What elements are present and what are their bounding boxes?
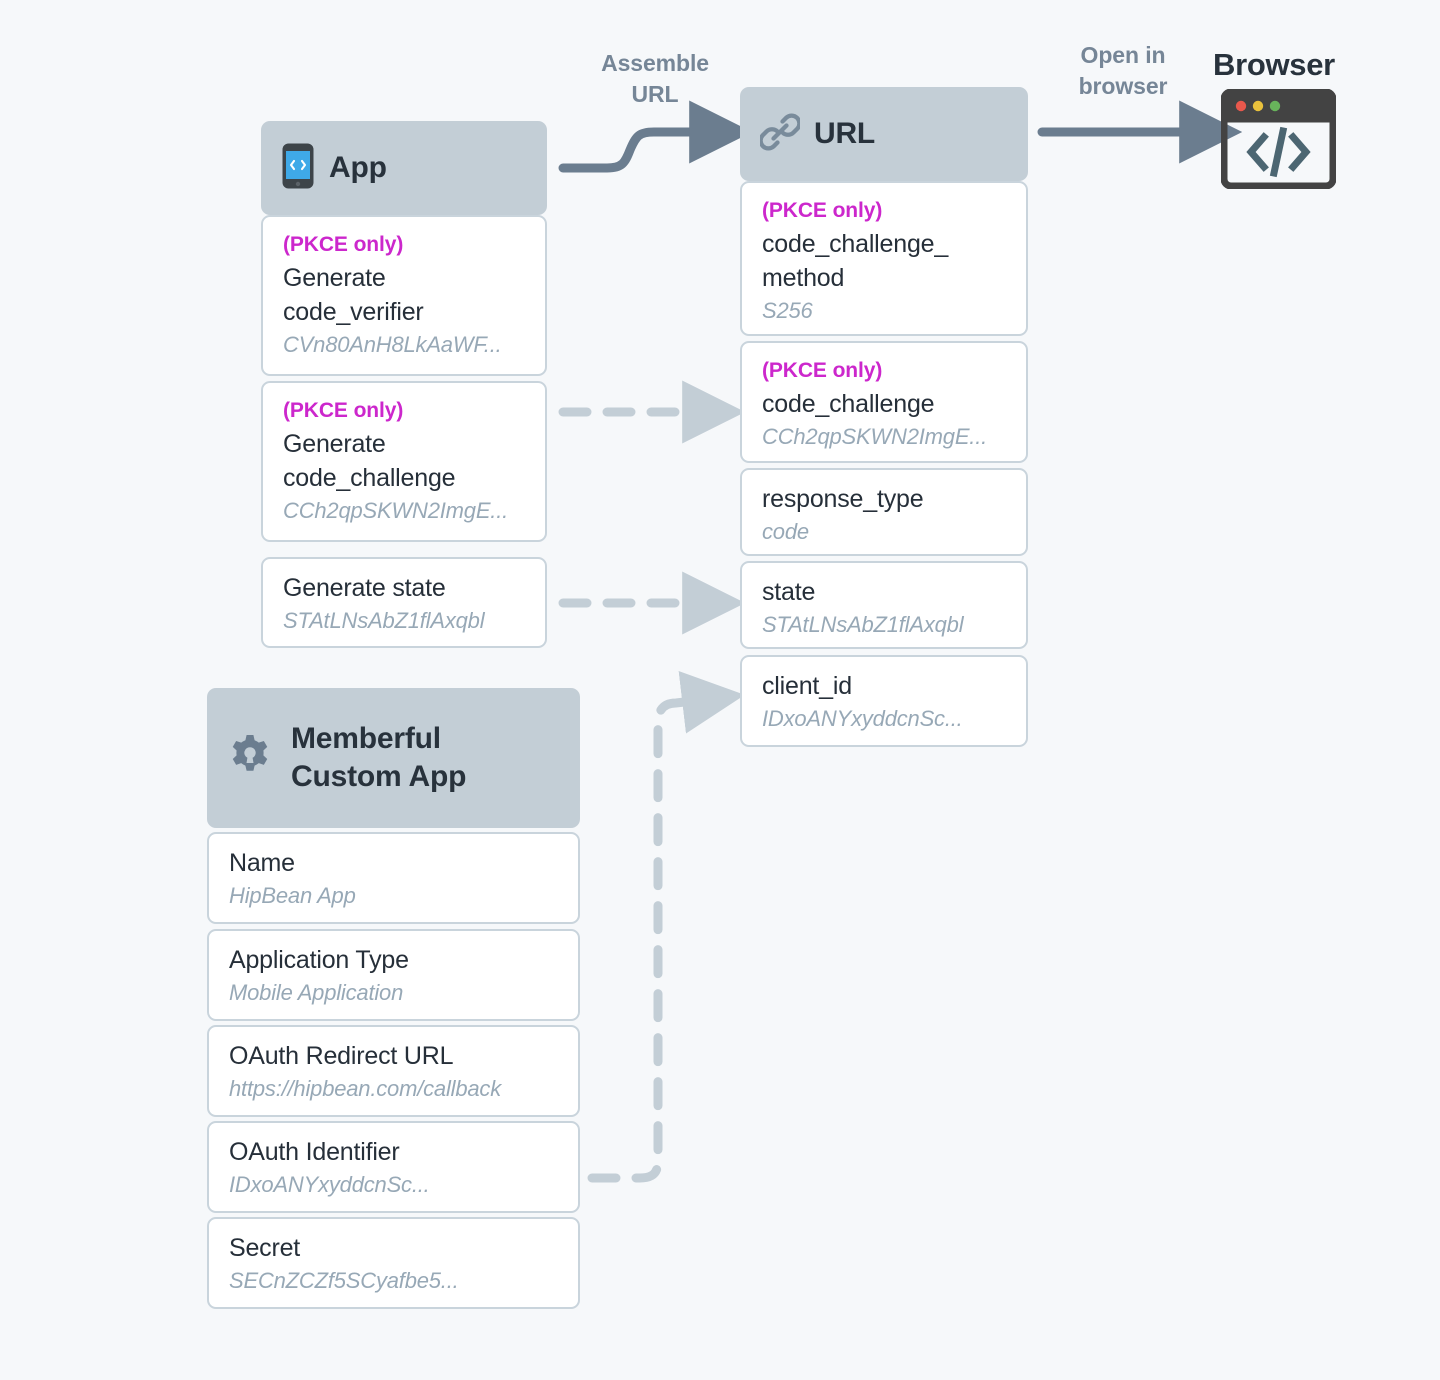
memberful-row-secret: Secret SECnZCZf5SCyafbe5... [207,1217,580,1309]
row-label: OAuth Identifier [229,1138,400,1166]
row-value: HipBean App [229,883,356,908]
row-label: Generate state [283,574,446,602]
arrow-client-id-dashed [587,670,745,1183]
arrow-assemble-url [558,100,753,173]
url-card-header: URL [740,87,1028,181]
browser-window-icon [1220,88,1337,194]
row-value: STAtLNsAbZ1flAxqbl [283,608,485,633]
row-value: IDxoANYxyddcnSc... [762,706,963,731]
memberful-row-name: Name HipBean App [207,832,580,924]
row-label: Generate code_verifier [283,263,424,326]
pkce-badge: (PKCE only) [762,199,883,222]
row-value: CCh2qpSKWN2ImgE... [283,497,509,523]
row-label: OAuth Redirect URL [229,1042,454,1070]
row-value: code [762,519,809,544]
row-value: SECnZCZf5SCyafbe5... [229,1268,459,1293]
row-label: code_challenge_ method [762,229,949,292]
row-label: Generate code_challenge [283,429,456,492]
app-card-header: App [261,121,547,215]
row-value: IDxoANYxyddcnSc... [229,1172,430,1197]
memberful-row-oauth-identifier: OAuth Identifier IDxoANYxyddcnSc... [207,1121,580,1213]
app-row-code-challenge: (PKCE only) Generate code_challenge CCh2… [261,381,547,542]
memberful-row-oauth-redirect-url: OAuth Redirect URL https://hipbean.com/c… [207,1025,580,1117]
row-value: STAtLNsAbZ1flAxqbl [762,612,964,637]
row-label: Secret [229,1234,301,1262]
row-label: code_challenge [762,389,935,418]
row-value: S256 [762,297,813,323]
pkce-badge: (PKCE only) [283,399,404,422]
url-row-code-challenge-method: (PKCE only) code_challenge_ method S256 [740,181,1028,336]
label-assemble-url: Assemble URL [601,50,709,107]
row-value: https://hipbean.com/callback [229,1076,501,1101]
url-row-code-challenge: (PKCE only) code_challenge CCh2qpSKWN2Im… [740,341,1028,463]
pkce-badge: (PKCE only) [283,233,404,256]
url-card-title: URL [814,116,876,150]
memberful-card-title: Memberful Custom App [291,721,467,793]
row-label: Name [229,849,295,877]
row-label: client_id [762,672,852,700]
row-value: CVn80AnH8LkAaWF... [283,331,502,357]
url-row-state: state STAtLNsAbZ1flAxqbl [740,561,1028,649]
row-value: Mobile Application [229,980,404,1005]
row-label: response_type [762,485,924,513]
row-label: Application Type [229,946,409,974]
browser-node-label: Browser [1213,47,1335,82]
app-card-title: App [329,150,387,184]
gear-icon [227,733,273,784]
pkce-badge: (PKCE only) [762,359,883,382]
url-row-response-type: response_type code [740,468,1028,556]
mobile-phone-code-icon [281,142,315,195]
label-open-in-browser: Open in browser [1078,42,1168,99]
app-row-state: Generate state STAtLNsAbZ1flAxqbl [261,557,547,648]
memberful-row-application-type: Application Type Mobile Application [207,929,580,1021]
row-label: state [762,578,816,606]
chain-link-icon [758,112,802,157]
app-row-code-verifier: (PKCE only) Generate code_verifier CVn80… [261,215,547,376]
row-value: CCh2qpSKWN2ImgE... [762,423,988,449]
url-row-client-id: client_id IDxoANYxyddcnSc... [740,655,1028,747]
memberful-card-header: Memberful Custom App [207,688,580,828]
